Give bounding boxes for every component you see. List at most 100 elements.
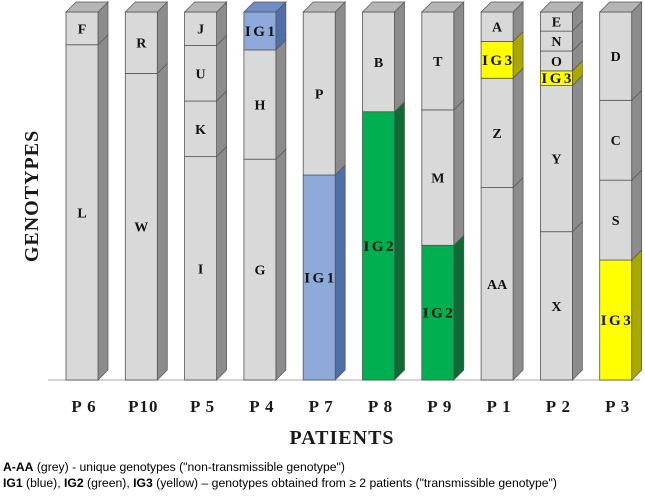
segment-p10-w: W xyxy=(124,62,168,381)
segment-p-1-aa-label: AA xyxy=(487,278,508,293)
bar-p-3: IG3 S C D xyxy=(598,1,643,381)
segment-p-3-c: C xyxy=(599,89,643,182)
segment-p-3-s-front xyxy=(599,179,633,261)
segment-p-8-ig2: IG2 xyxy=(362,100,405,381)
tick-label-p-5: P 5 xyxy=(190,397,215,416)
legend: A-AA (grey) - unique genotypes ("non-tra… xyxy=(3,459,643,491)
segment-p-2-y-side xyxy=(572,74,583,233)
tick-label-p-9: P 9 xyxy=(427,397,452,416)
segment-p10-r: R xyxy=(124,1,168,75)
segment-p-9-ig2: IG2 xyxy=(421,234,465,381)
segment-p-4-g-side xyxy=(275,148,287,381)
segment-p-3-c-front xyxy=(599,99,633,181)
segment-p-5-k: K xyxy=(184,90,227,158)
legend-line-transmissible: IG1 (blue), IG2 (green), IG3 (yellow) – … xyxy=(3,475,643,491)
segment-p-2-ig3-label: IG3 xyxy=(541,71,571,87)
segment-p-4-ig1-label: IG1 xyxy=(245,24,275,40)
segment-p-4-h-side xyxy=(275,39,287,161)
segment-p10-w-side xyxy=(156,62,168,381)
segment-p-3-s-side xyxy=(631,169,643,261)
segment-p-3-s: S xyxy=(599,169,643,261)
segment-p-3-s-label: S xyxy=(612,214,620,229)
segment-p-5-u-label: U xyxy=(196,67,206,82)
segment-p-6-l-side xyxy=(97,33,109,381)
legend-key-ig1: IG1 xyxy=(3,476,23,490)
segment-p-9-t-side xyxy=(453,1,465,111)
bar-p-9-top xyxy=(420,1,465,13)
segment-p-2-y: Y xyxy=(540,74,583,233)
segment-p-7-p-side xyxy=(334,1,346,176)
segment-p-3-d-side xyxy=(631,1,643,102)
segment-p-4-h-label: H xyxy=(254,99,265,114)
segment-p-1-z-label: Z xyxy=(492,127,501,142)
segment-p-3-d-front xyxy=(599,11,633,101)
segment-p-7-p: P xyxy=(302,1,346,176)
legend-line-unique: A-AA (grey) - unique genotypes ("non-tra… xyxy=(3,459,643,475)
tick-label-p-6: P 6 xyxy=(71,397,96,416)
segment-p-8-b: B xyxy=(362,1,405,113)
segment-p-9-m-side xyxy=(453,99,465,247)
x-axis-title: PATIENTS xyxy=(289,427,394,449)
tick-label-p10: P10 xyxy=(128,397,158,416)
segment-p-4-h: H xyxy=(243,39,287,161)
segment-p-6-f: F xyxy=(65,1,109,46)
segment-p-5-k-side xyxy=(216,90,227,158)
bar-p-5-top xyxy=(183,1,228,13)
segment-p-3-ig3-label: IG3 xyxy=(601,313,631,329)
bar-p-7-top xyxy=(302,1,347,13)
segment-p-3-d-label: D xyxy=(611,50,621,65)
segment-p-2-y-label: Y xyxy=(551,153,561,168)
segment-p-3-ig3-side xyxy=(631,249,643,381)
segment-p-9-ig2-side xyxy=(453,234,465,381)
segment-p-1-ig3-label: IG3 xyxy=(482,53,512,69)
segment-p-4-g: G xyxy=(243,148,287,381)
legend-text-unique: (grey) - unique genotypes ("non-transmis… xyxy=(33,460,345,474)
segment-p-8-ig2-front xyxy=(362,111,395,381)
segment-p-3-c-side xyxy=(631,89,643,182)
bar-p-1: AA Z IG3 A xyxy=(480,1,524,381)
segment-p-9-ig2-front xyxy=(421,244,455,381)
segment-p-9-m-front xyxy=(421,109,455,246)
segment-p-4-ig1: IG1 xyxy=(243,1,287,51)
tick-label-p-8: P 8 xyxy=(368,397,393,416)
segment-p-5-k-label: K xyxy=(195,123,206,138)
segment-p-1-a-label: A xyxy=(492,21,503,36)
segment-p10-r-side xyxy=(156,1,168,75)
legend-text-ig3: (yellow) – genotypes obtained from ≥ 2 p… xyxy=(152,476,557,490)
segment-p-7-ig1: IG1 xyxy=(302,164,346,381)
segment-p-5-j-label: J xyxy=(197,23,204,38)
segment-p-7-ig1-front xyxy=(302,174,336,381)
bar-p-4: G H IG1 xyxy=(243,1,287,381)
segment-p-7-ig1-side xyxy=(334,164,346,381)
tick-label-p-2: P 2 xyxy=(546,397,571,416)
segment-p-3-d: D xyxy=(599,1,643,102)
tick-label-p-4: P 4 xyxy=(249,397,274,416)
segment-p-2-n-label: N xyxy=(551,35,561,50)
y-axis-title: GENOTYPES xyxy=(21,130,43,262)
segment-p-4-h-front xyxy=(243,49,277,160)
segment-p-2-ig3: IG3 xyxy=(540,60,583,87)
segment-p10-r-front xyxy=(124,11,158,74)
segment-p-4-g-label: G xyxy=(254,264,265,279)
bar-p10: WR xyxy=(124,1,169,381)
segment-p-9-t-label: T xyxy=(433,55,443,70)
tick-label-p-7: P 7 xyxy=(309,397,334,416)
segment-p-9-ig2-label: IG2 xyxy=(423,306,453,322)
segment-p10-w-front xyxy=(124,73,158,381)
legend-key-unique: A-AA xyxy=(3,460,34,474)
segment-p-6-f-label: F xyxy=(78,22,87,37)
bar-p-6: LF xyxy=(65,1,109,381)
segment-p-1-aa: AA xyxy=(480,176,524,381)
segment-p-2-o-label: O xyxy=(551,55,562,70)
bar-p-1-top xyxy=(480,1,524,13)
bar-p-3-top xyxy=(598,1,643,13)
bar-p-6-top xyxy=(65,1,109,13)
segment-p-9-m-label: M xyxy=(431,172,444,187)
segment-p-2-e: E xyxy=(540,1,583,32)
segment-p-8-b-side xyxy=(394,1,405,113)
